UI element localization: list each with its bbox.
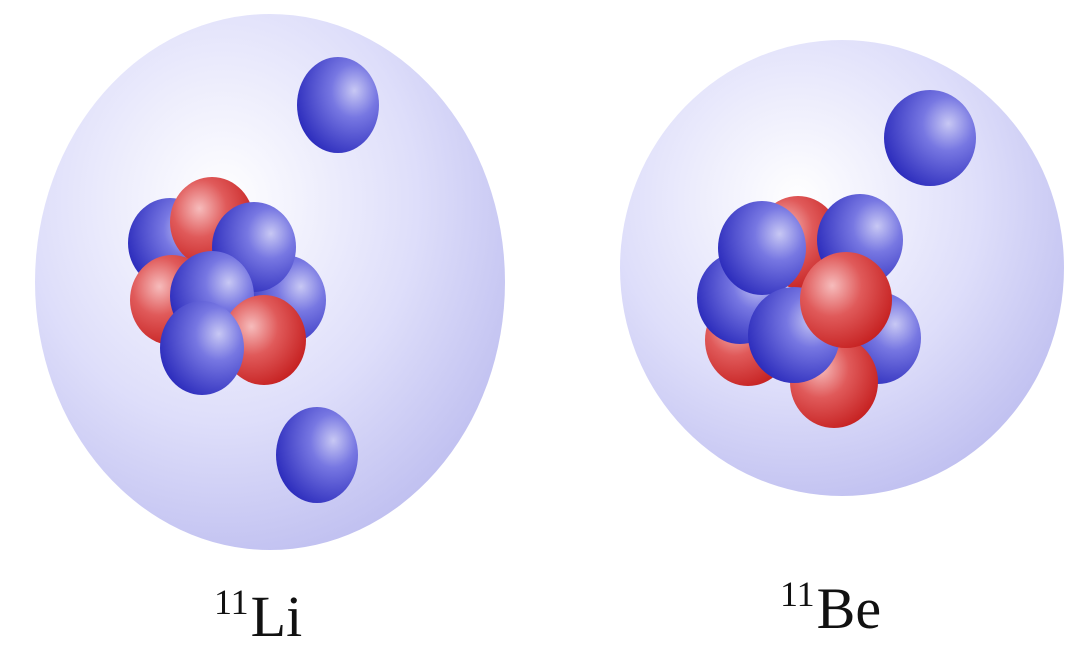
be11-mass-number: 11 — [780, 574, 815, 614]
li11-halo-neutron-1 — [297, 57, 379, 153]
li11-label: 11Li — [214, 584, 302, 646]
li11-nucleon-7 — [222, 295, 306, 385]
be11-nucleus — [620, 40, 1064, 496]
li11-core — [128, 177, 326, 395]
be11-label: 11Be — [780, 576, 881, 638]
be11-nucleon-7 — [718, 201, 806, 295]
be11-core — [697, 194, 921, 428]
be11-nucleon-9 — [800, 252, 892, 348]
li11-symbol: Li — [250, 584, 303, 649]
be11-halo-neutron-1 — [884, 90, 976, 186]
li11-halo-neutron-2 — [276, 407, 358, 503]
li11-mass-number: 11 — [214, 582, 249, 622]
be11-symbol: Be — [816, 576, 882, 641]
li11-nucleus — [35, 14, 505, 550]
li11-nucleon-8 — [160, 301, 244, 395]
